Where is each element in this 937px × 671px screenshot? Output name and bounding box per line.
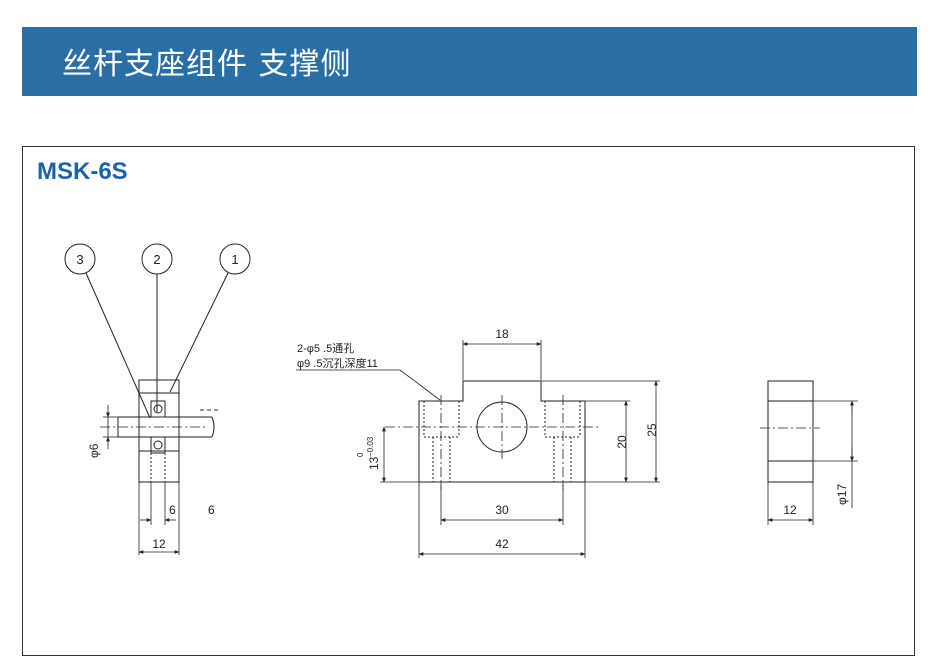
- svg-text:2: 2: [153, 252, 160, 267]
- callout-3: 3: [64, 243, 96, 275]
- dim-hole-pitch: 30: [495, 503, 509, 517]
- dim-height-25: 25: [645, 423, 659, 437]
- dim-extra: 6: [208, 503, 215, 517]
- note-through-hole: 2-φ5 .5通孔: [297, 342, 354, 355]
- dim-end-width: 12: [783, 503, 797, 517]
- callout-2: 2: [141, 243, 173, 275]
- dim-total-length: 42: [495, 537, 509, 551]
- tol-upper: 0: [356, 452, 365, 457]
- dim-inner-width: 6: [169, 503, 176, 517]
- end-view: [760, 380, 820, 483]
- end-view-dimensions: [767, 400, 858, 525]
- title-bar: 丝杆支座组件 支撑侧: [22, 27, 917, 96]
- drawing-panel: MSK-6S: [22, 146, 915, 656]
- front-view-dimensions: [296, 340, 660, 558]
- dim-top-width: 18: [495, 327, 509, 341]
- dim-height-20: 20: [615, 435, 629, 449]
- tol-lower: −0.03: [366, 436, 375, 457]
- callout-1: 1: [219, 243, 251, 275]
- front-view: [385, 380, 600, 490]
- model-name: MSK-6S: [37, 158, 128, 185]
- svg-text:3: 3: [76, 252, 83, 267]
- svg-text:1: 1: [231, 252, 238, 267]
- note-counterbore: φ9 .5沉孔深度11: [297, 356, 378, 370]
- dim-center-height: 13: [367, 456, 381, 470]
- dim-total-width: 12: [152, 537, 166, 551]
- callout-leaders: [85, 272, 229, 419]
- dim-shaft-diameter: φ6: [87, 443, 101, 458]
- side-view: [100, 379, 218, 483]
- side-view-dimensions: [103, 405, 180, 555]
- dim-end-diameter: φ17: [835, 484, 849, 505]
- page-title: 丝杆支座组件 支撑侧: [62, 47, 352, 82]
